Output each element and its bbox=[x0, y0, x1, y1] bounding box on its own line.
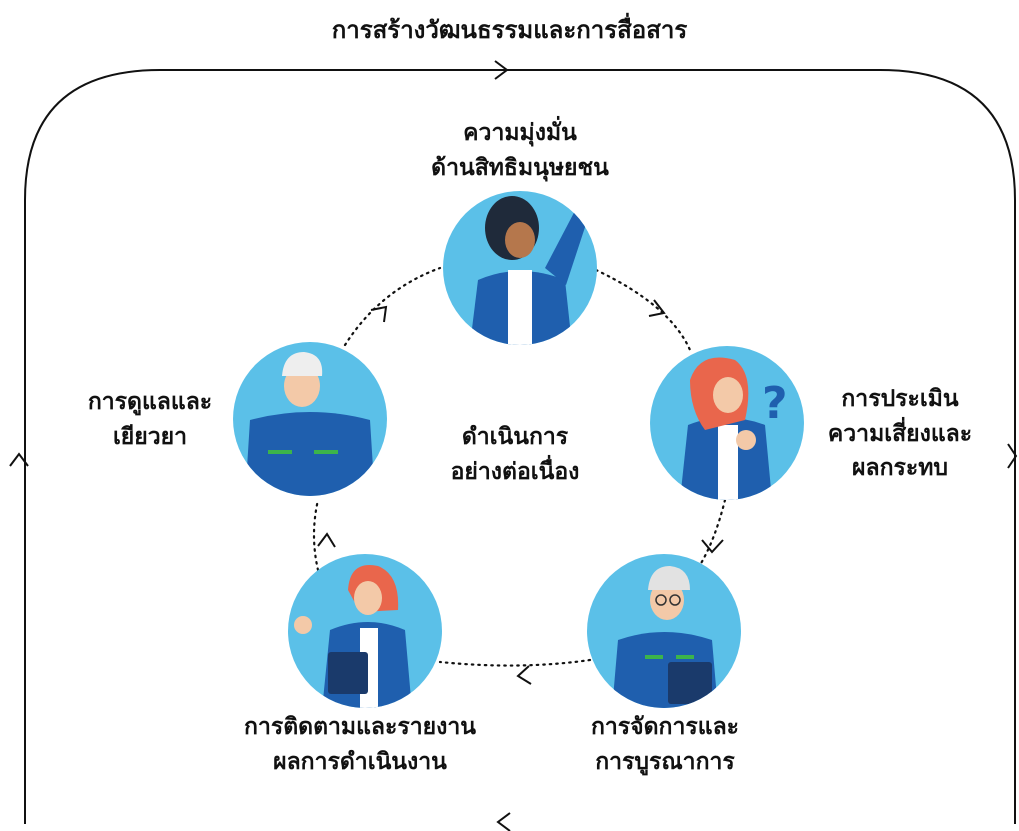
cycle-arrowheads bbox=[317, 299, 724, 685]
person-commitment-illustration bbox=[443, 191, 597, 345]
person-monitoring-illustration bbox=[288, 554, 442, 708]
step-remedy-label: การดูแลและ เยียวยา bbox=[87, 389, 213, 450]
arrow-top-icon bbox=[494, 60, 509, 80]
step-commitment-label: ความมุ่งมั่น ด้านสิทธิมนุษยชน bbox=[431, 120, 609, 181]
person-remedy-illustration bbox=[233, 342, 387, 496]
step-assessment-label: การประเมิน ความเสี่ยงและ ผลกระทบ bbox=[827, 386, 973, 481]
person-assessment-illustration: ? bbox=[650, 346, 804, 500]
step-management-label: การจัดการและ การบูรณาการ bbox=[590, 714, 740, 775]
arrow-left-icon bbox=[9, 452, 29, 467]
arrowhead-3-icon bbox=[516, 665, 532, 685]
outer-loop bbox=[24, 69, 1016, 824]
arrow-bottom-icon bbox=[496, 812, 511, 831]
arrow-right-icon bbox=[1007, 443, 1018, 469]
arrowhead-4-icon bbox=[317, 532, 336, 548]
question-mark-icon: ? bbox=[762, 378, 788, 429]
arrowhead-5-icon bbox=[370, 305, 388, 323]
person-management-illustration bbox=[587, 554, 741, 708]
arrowhead-1-icon bbox=[648, 299, 666, 317]
inner-cycle bbox=[312, 266, 727, 667]
center-label: ดำเนินการ อย่างต่อเนื่อง bbox=[450, 424, 580, 485]
step-monitoring-label: การติดตามและรายงาน ผลการดำเนินงาน bbox=[244, 714, 476, 775]
diagram-title: การสร้างวัฒนธรรมและการสื่อสาร bbox=[331, 16, 688, 44]
arrowhead-2-icon bbox=[701, 539, 724, 554]
